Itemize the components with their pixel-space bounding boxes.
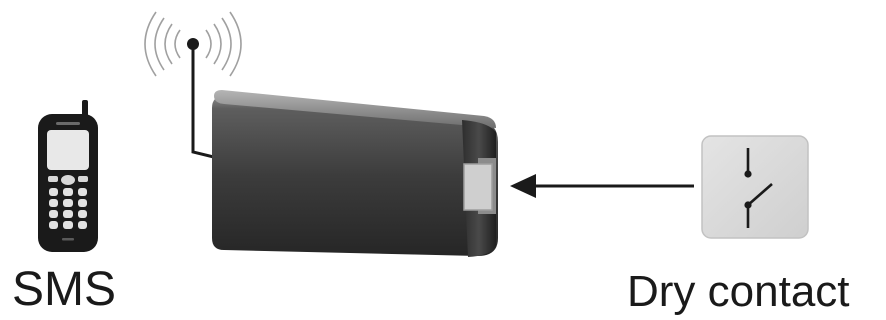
radio-waves-icon: [144, 11, 242, 77]
gsm-module-device: [212, 90, 498, 257]
mobile-phone-icon: [38, 100, 98, 252]
sms-label: SMS: [12, 263, 117, 316]
arrow-left-icon: [510, 174, 694, 198]
dry-contact-switch-icon: [701, 135, 809, 239]
dry-contact-label: Dry contact: [627, 267, 850, 316]
